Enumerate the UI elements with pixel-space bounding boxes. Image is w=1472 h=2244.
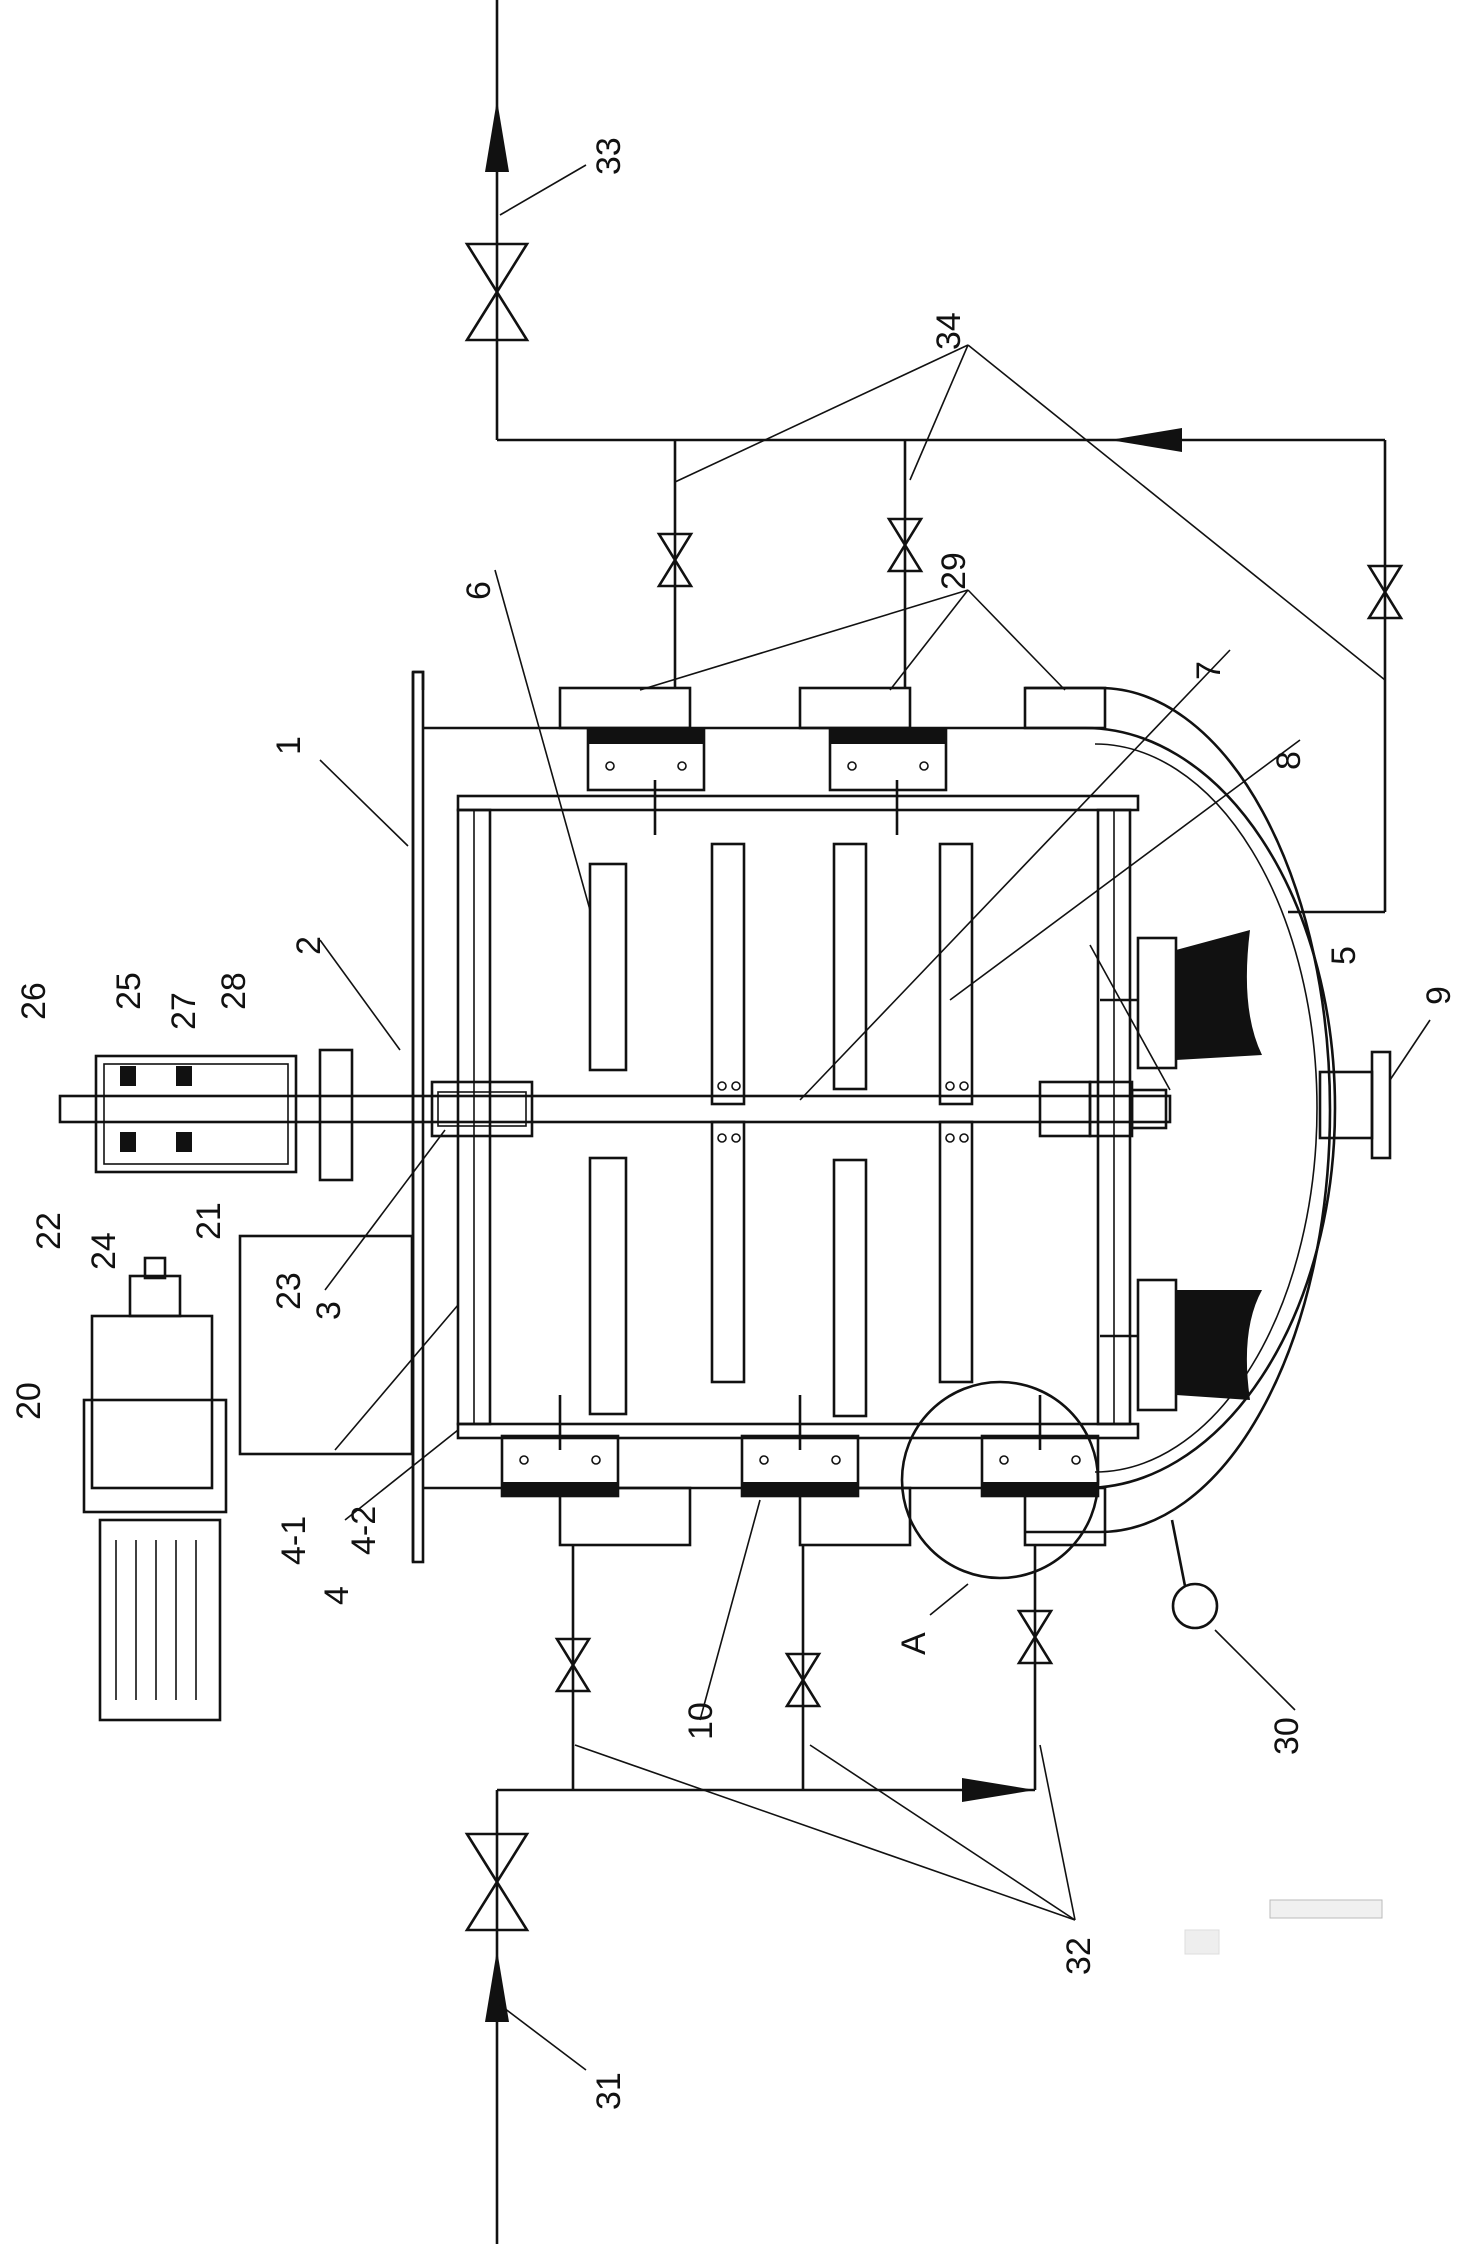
detail-circle-a xyxy=(900,1380,1100,1580)
inlet-arrow-icon xyxy=(485,1950,509,2022)
label-10: 10 xyxy=(682,1702,720,1740)
label-24: 24 xyxy=(85,1232,123,1270)
label-34: 34 xyxy=(930,312,968,350)
label-8: 8 xyxy=(1270,751,1308,770)
label-28: 28 xyxy=(215,972,253,1010)
outlet-arrow-icon xyxy=(485,100,509,172)
label-7: 7 xyxy=(1190,661,1228,680)
label-31: 31 xyxy=(590,2072,628,2110)
label-1: 1 xyxy=(270,736,308,755)
label-4: 4 xyxy=(318,1586,356,1605)
label-30: 30 xyxy=(1268,1717,1306,1755)
drive-unit xyxy=(82,1048,414,1722)
label-25: 25 xyxy=(110,972,148,1010)
label-9: 9 xyxy=(1420,986,1458,1005)
upper-pipeline xyxy=(465,0,1403,914)
label-22: 22 xyxy=(30,1212,68,1250)
label-a: A xyxy=(895,1632,933,1655)
leader-lines xyxy=(319,164,1431,2071)
label-3: 3 xyxy=(310,1301,348,1320)
vessel xyxy=(411,670,1392,1564)
flow-arrow-icon xyxy=(1110,428,1182,452)
label-23: 23 xyxy=(270,1272,308,1310)
lower-pipeline xyxy=(465,1545,1053,2244)
part-labels: 1 2 3 4-1 4-2 4 5 6 7 8 9 10 20 21 22 23… xyxy=(10,137,1458,2110)
heater-nozzles xyxy=(500,686,1262,1547)
flow-arrow-icon xyxy=(962,1778,1035,1802)
label-4-1: 4-1 xyxy=(275,1516,313,1565)
heater-block xyxy=(586,728,706,792)
label-2: 2 xyxy=(290,936,328,955)
label-6: 6 xyxy=(460,581,498,600)
label-5: 5 xyxy=(1325,946,1363,965)
inset-artefact xyxy=(1184,1899,1383,1955)
label-4-2: 4-2 xyxy=(345,1506,383,1555)
stirring-blades xyxy=(588,842,974,1418)
label-21: 21 xyxy=(190,1202,228,1240)
stirring-frame xyxy=(456,780,1140,1450)
stirring-shaft xyxy=(58,1080,1172,1138)
label-33: 33 xyxy=(590,137,628,175)
heater-block xyxy=(828,728,948,792)
pressure-gauge-icon xyxy=(1171,1582,1219,1630)
label-20: 20 xyxy=(10,1382,48,1420)
label-26: 26 xyxy=(15,982,53,1020)
label-29: 29 xyxy=(935,552,973,590)
label-32: 32 xyxy=(1060,1937,1098,1975)
label-27: 27 xyxy=(165,992,203,1030)
